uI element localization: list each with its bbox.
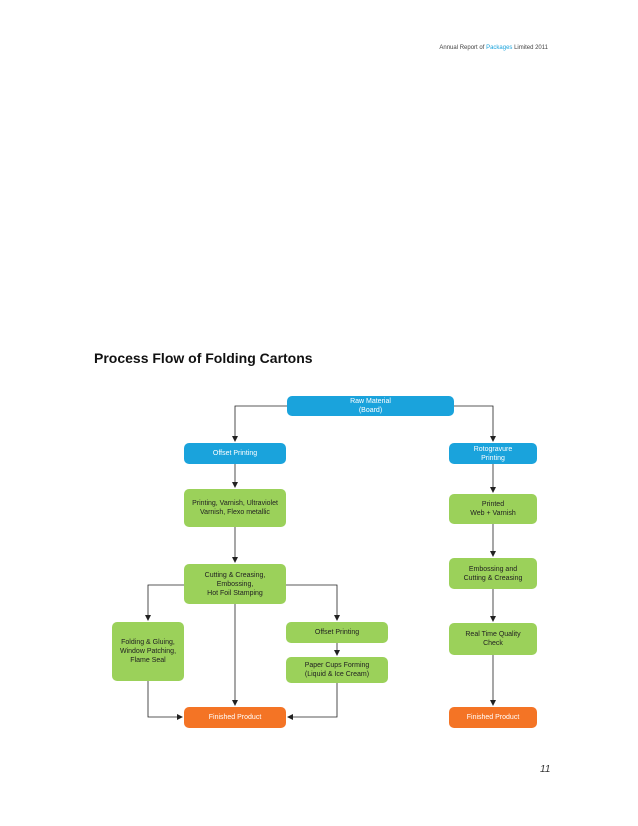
node-paper-cups-forming: Paper Cups Forming (Liquid & Ice Cream)	[286, 657, 388, 683]
connector-raw-to-rotogravure	[454, 405, 496, 442]
node-cutting-creasing-embossing-label: Cutting & Creasing, Embossing, Hot Foil …	[204, 571, 266, 597]
connector-cups-to-finished	[287, 683, 338, 720]
node-printed-web-varnish-label: Printed Web + Varnish	[470, 501, 516, 517]
node-embossing-cutting-creasing: Embossing and Cutting & Creasing	[449, 558, 537, 589]
node-finished-product-right-label: Finished Product	[466, 714, 520, 721]
header-suffix: Limited 2011	[512, 45, 548, 51]
node-raw-material-label: Raw Material (Board)	[350, 398, 391, 414]
connector-raw-to-offset	[232, 405, 287, 442]
node-raw-material: Raw Material (Board)	[287, 396, 454, 416]
node-offset-printing-2: Offset Printing	[286, 622, 388, 643]
node-embossing-cutting-creasing-label: Embossing and Cutting & Creasing	[463, 565, 523, 582]
node-finished-product-left: Finished Product	[184, 707, 286, 728]
node-paper-cups-forming-label: Paper Cups Forming (Liquid & Ice Cream)	[304, 662, 370, 678]
node-finished-product-right: Finished Product	[449, 707, 537, 728]
node-printing-varnish-label: Printing, Varnish, Ultraviolet Varnish, …	[192, 500, 278, 516]
connector-folding-to-finished	[147, 681, 183, 720]
node-folding-gluing-label: Folding & Gluing, Window Patching, Flame…	[119, 639, 177, 664]
node-offset-printing-2-label: Offset Printing	[314, 629, 360, 636]
node-cutting-creasing-embossing: Cutting & Creasing, Embossing, Hot Foil …	[184, 564, 286, 604]
node-finished-product-left-label: Finished Product	[208, 714, 262, 721]
node-real-time-quality-check: Real Time Quality Check	[449, 623, 537, 655]
node-offset-printing-label: Offset Printing	[212, 450, 258, 457]
node-real-time-quality-check-label: Real Time Quality Check	[465, 631, 521, 647]
page-title: Process Flow of Folding Cartons	[94, 350, 313, 366]
page-number: 11	[540, 764, 551, 775]
report-header: Annual Report of Packages Limited 2011	[439, 45, 548, 51]
node-rotogravure-printing-label: Rotogravure Printing	[473, 445, 513, 462]
header-prefix: Annual Report of	[439, 45, 487, 51]
node-offset-printing: Offset Printing	[184, 443, 286, 464]
node-printing-varnish: Printing, Varnish, Ultraviolet Varnish, …	[184, 489, 286, 527]
connector-cutting-to-offset2	[286, 584, 340, 621]
node-folding-gluing: Folding & Gluing, Window Patching, Flame…	[112, 622, 184, 681]
node-printed-web-varnish: Printed Web + Varnish	[449, 494, 537, 524]
header-brand: Packages	[486, 45, 513, 51]
connector-cutting-to-folding	[145, 584, 184, 621]
node-rotogravure-printing: Rotogravure Printing	[449, 443, 537, 464]
